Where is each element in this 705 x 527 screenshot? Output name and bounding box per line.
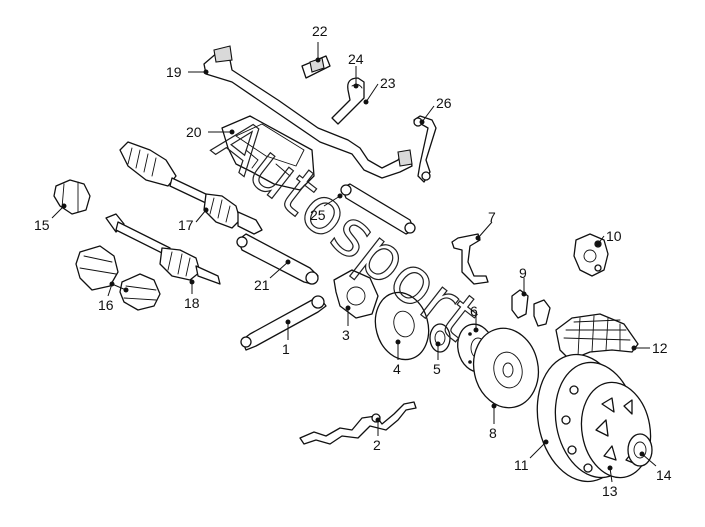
drive-shaft-front [119,141,263,235]
callout-22: 22 [312,23,328,39]
wheel-bearing [429,323,451,353]
callout-16: 16 [98,297,114,313]
callout-19: 19 [166,64,182,80]
callout-10: 10 [606,228,622,244]
stabilizer-bushing [301,55,331,79]
callout-9: 9 [519,265,527,281]
stabilizer-bar [203,45,413,179]
callout-5: 5 [433,361,441,377]
upper-control-arm [340,183,416,235]
brake-caliper [573,233,609,277]
lower-control-arm-rear [240,295,327,351]
callout-12: 12 [652,340,668,356]
callout-25: 25 [310,207,326,223]
callout-13: 13 [602,483,618,499]
brake-hose [451,233,489,285]
subframe-crossmember [221,115,315,191]
callout-18: 18 [184,295,200,311]
callout-8: 8 [489,425,497,441]
lower-control-arm-front [236,233,319,285]
callout-6: 6 [470,303,478,319]
brake-pads [511,289,551,327]
callout-1: 1 [282,341,290,357]
abs-sensor-wire [299,401,417,445]
callout-labels: 1 2 3 4 5 6 7 8 9 10 11 12 13 14 15 16 1… [34,23,672,499]
brake-disc [472,327,540,409]
stabilizer-bracket [331,77,365,125]
callout-21: 21 [254,277,270,293]
callout-leaders [51,42,657,483]
callout-20: 20 [186,124,202,140]
stabilizer-link [413,115,437,183]
callout-7: 7 [488,209,496,225]
callout-3: 3 [342,327,350,343]
callout-15: 15 [34,217,50,233]
cv-boot-set [75,245,161,311]
callout-24: 24 [348,51,364,67]
callout-14: 14 [656,467,672,483]
dust-shield [374,291,430,361]
callout-2: 2 [373,437,381,453]
callout-11: 11 [514,457,529,473]
center-cap [627,433,653,467]
callout-4: 4 [393,361,401,377]
wheel-arch-liner [555,313,639,361]
drive-shaft-rear [105,213,221,285]
callout-26: 26 [436,95,452,111]
callout-23: 23 [380,75,396,91]
callout-17: 17 [178,217,194,233]
cv-joint [53,179,91,215]
steering-knuckle [333,269,379,319]
